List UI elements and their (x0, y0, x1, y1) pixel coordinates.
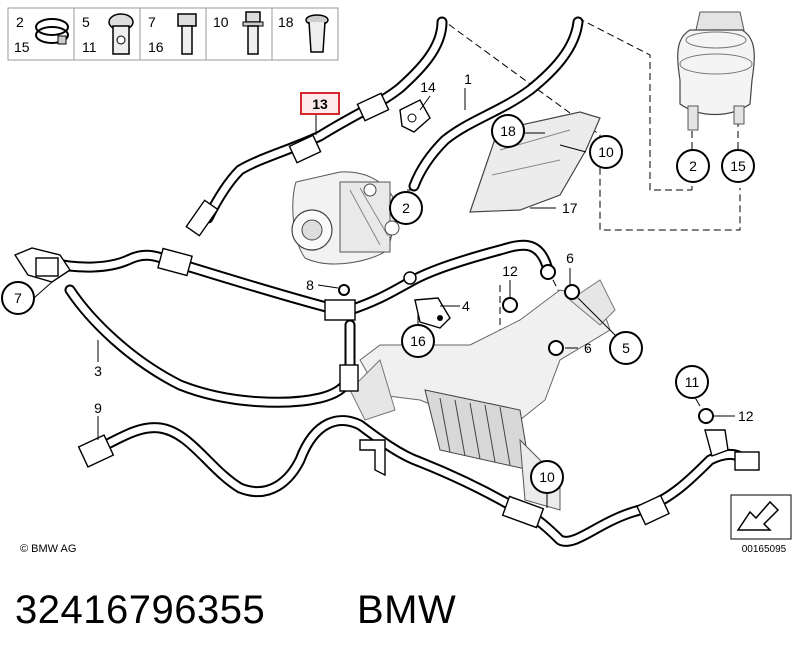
copyright-text: © BMW AG (20, 543, 76, 555)
label-4[interactable]: 4 (462, 298, 470, 314)
callout-text: 18 (500, 123, 516, 139)
legend-label: 16 (148, 39, 164, 55)
hose-1 (408, 16, 584, 192)
callout-10-rack[interactable]: 10 (530, 460, 564, 494)
callout-18[interactable]: 18 (491, 114, 525, 148)
callout-text: 10 (539, 469, 555, 485)
legend-label: 15 (14, 39, 30, 55)
callout-16[interactable]: 16 (401, 324, 435, 358)
label-9[interactable]: 9 (94, 400, 102, 416)
callout-2-pump[interactable]: 2 (389, 191, 423, 225)
part-number: 32416796355 (15, 588, 266, 632)
hose-clamp-icon (35, 18, 69, 45)
callout-text: 5 (622, 340, 630, 356)
callout-text: 2 (402, 200, 410, 216)
bracket-4 (414, 297, 451, 329)
highlighted-callout-13[interactable]: 13 (300, 92, 340, 115)
steering-rack-illustration (349, 279, 616, 511)
callout-13-text: 13 (312, 96, 328, 112)
callout-7[interactable]: 7 (1, 281, 35, 315)
sleeve-bolt-icon (305, 14, 329, 53)
callout-text: 11 (685, 374, 700, 390)
label-12-upper[interactable]: 12 (502, 263, 518, 279)
hose-9 (77, 415, 760, 547)
arrow-icon (736, 500, 780, 531)
label-12-lower[interactable]: 12 (738, 408, 754, 424)
banjo-bolt-icon (108, 13, 134, 55)
callout-text: 2 (689, 158, 697, 174)
legend-label: 18 (278, 14, 294, 30)
callout-text: 16 (410, 333, 426, 349)
callout-text: 15 (730, 158, 746, 174)
hex-bolt-icon (177, 13, 197, 55)
pressure-line (13, 239, 554, 321)
legend-label: 10 (213, 14, 229, 30)
label-6-upper[interactable]: 6 (566, 250, 574, 266)
heat-shield-17 (469, 111, 601, 213)
label-6-lower[interactable]: 6 (584, 340, 592, 356)
callout-10-shield[interactable]: 10 (589, 135, 623, 169)
diagram-reference: 00165095 (730, 494, 792, 555)
label-8[interactable]: 8 (306, 277, 314, 293)
callout-2-reservoir[interactable]: 2 (676, 149, 710, 183)
callout-text: 7 (14, 290, 22, 306)
leader-lines (33, 88, 735, 508)
label-1[interactable]: 1 (464, 71, 472, 87)
callout-11[interactable]: 11 (675, 365, 709, 399)
callout-5[interactable]: 5 (609, 331, 643, 365)
reservoir-illustration (677, 11, 755, 131)
label-3[interactable]: 3 (94, 363, 102, 379)
hose-13 (185, 16, 448, 237)
callout-text: 10 (598, 144, 614, 160)
steering-pump-illustration (291, 171, 400, 265)
callout-15[interactable]: 15 (721, 149, 755, 183)
sealing-washers (338, 264, 714, 424)
hose-3 (64, 284, 359, 408)
legend-label: 2 (16, 14, 24, 30)
label-14[interactable]: 14 (420, 79, 436, 95)
fastener-legend: 2 15 5 11 7 16 10 18 (7, 7, 339, 61)
clamp-14 (399, 99, 431, 133)
legend-label: 5 (82, 14, 90, 30)
legend-label: 11 (82, 39, 97, 55)
label-17[interactable]: 17 (562, 200, 578, 216)
brand-name: BMW (357, 588, 457, 632)
flange-bolt-icon (242, 11, 264, 55)
legend-label: 7 (148, 14, 156, 30)
diagram-code: 00165095 (742, 544, 787, 555)
